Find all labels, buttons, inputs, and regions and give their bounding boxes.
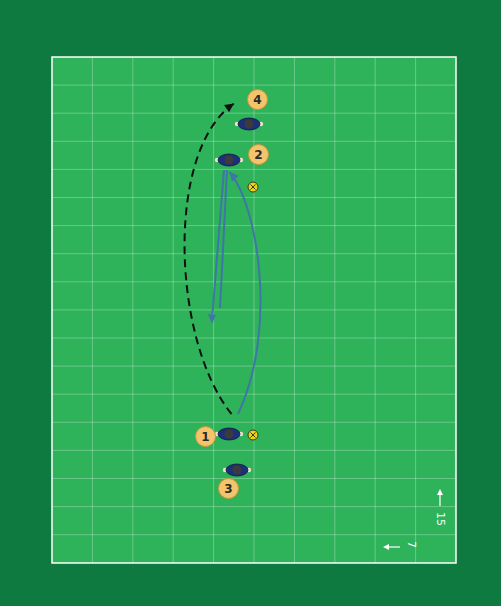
- pass-line: [212, 170, 227, 320]
- player-figure: [222, 461, 252, 479]
- pass-line: [229, 172, 260, 414]
- player-icon: [234, 115, 264, 137]
- callout-number: 3: [218, 478, 239, 499]
- callout-number: 4: [247, 89, 268, 110]
- grid-lines: [52, 57, 456, 563]
- pitch-border: [52, 57, 456, 563]
- callout-number: 1: [195, 426, 216, 447]
- scale-width: 7: [406, 541, 417, 548]
- player-figure: [214, 425, 244, 443]
- player-figure: [214, 151, 244, 169]
- player-figure: [234, 115, 264, 133]
- cone: [248, 182, 258, 192]
- player: 2: [212, 143, 270, 172]
- cone: [248, 430, 258, 440]
- player: 1: [194, 414, 244, 450]
- arrow-head: [208, 314, 216, 324]
- player-icon: [214, 425, 244, 447]
- player-icon: [214, 151, 244, 173]
- scale-arrow: [383, 489, 443, 550]
- run-line: [185, 104, 234, 414]
- player: 3: [216, 460, 252, 500]
- player: 4: [234, 88, 270, 140]
- scale-length: 15: [435, 512, 446, 526]
- pitch-area: [52, 57, 456, 563]
- callout-number: 2: [248, 144, 269, 165]
